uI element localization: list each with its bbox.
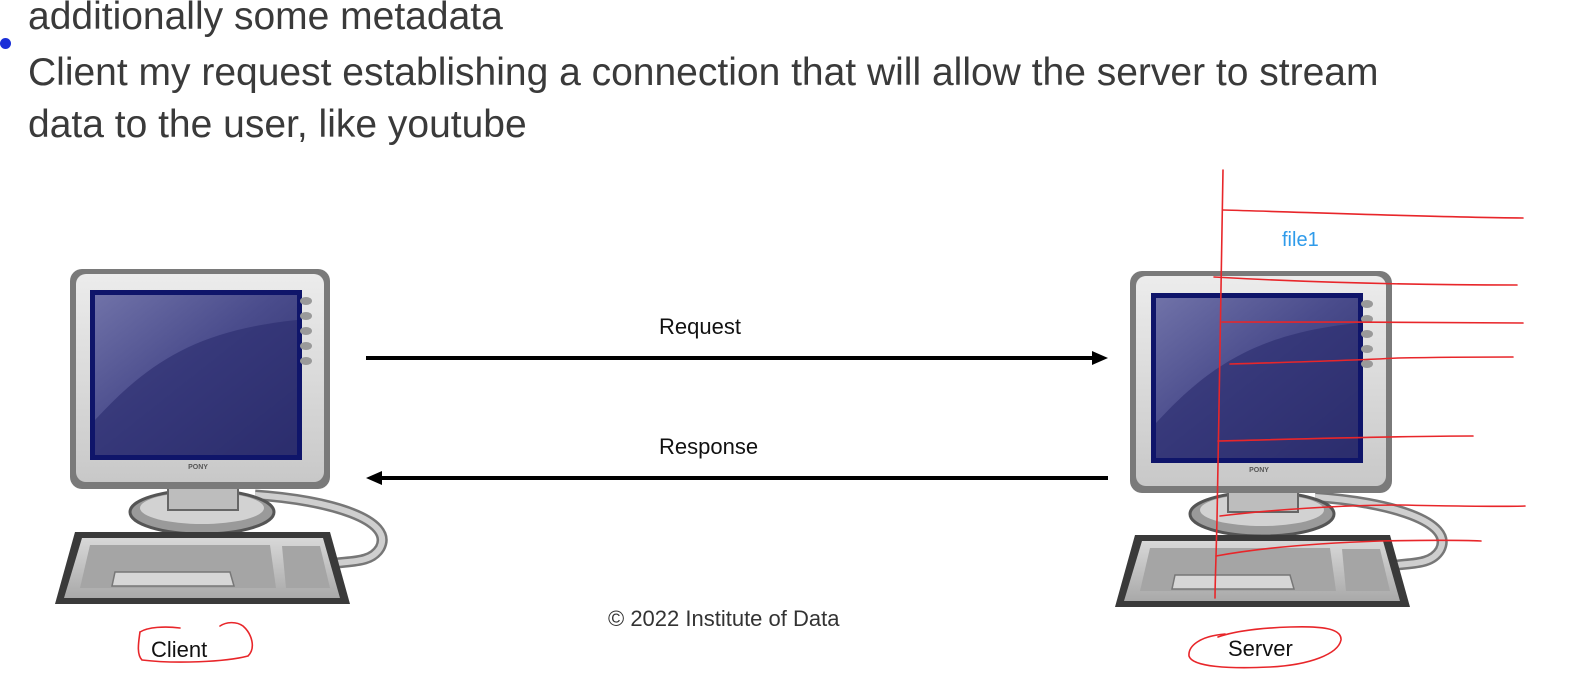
slide-text-line-2: Client my request establishing a connect… <box>28 51 1379 94</box>
response-arrow <box>366 471 1108 485</box>
server-label: Server <box>1228 636 1293 661</box>
response-label: Response <box>659 434 759 459</box>
client-computer-icon <box>55 269 388 604</box>
file-annotation-label: file1 <box>1282 229 1319 251</box>
client-brand-text: PONY <box>188 464 208 471</box>
server-computer-icon <box>1115 271 1448 607</box>
server-brand-text: PONY <box>1249 467 1269 474</box>
request-label: Request <box>659 314 741 339</box>
client-label: Client <box>151 637 208 662</box>
request-arrow <box>366 351 1108 365</box>
slide-text-line-3: data to the user, like youtube <box>28 103 527 146</box>
handwritten-annotations <box>137 169 1526 669</box>
bullet-icon <box>0 38 11 49</box>
copyright-footer: © 2022 Institute of Data <box>608 606 840 631</box>
slide-text-line-1: additionally some metadata <box>28 0 503 38</box>
